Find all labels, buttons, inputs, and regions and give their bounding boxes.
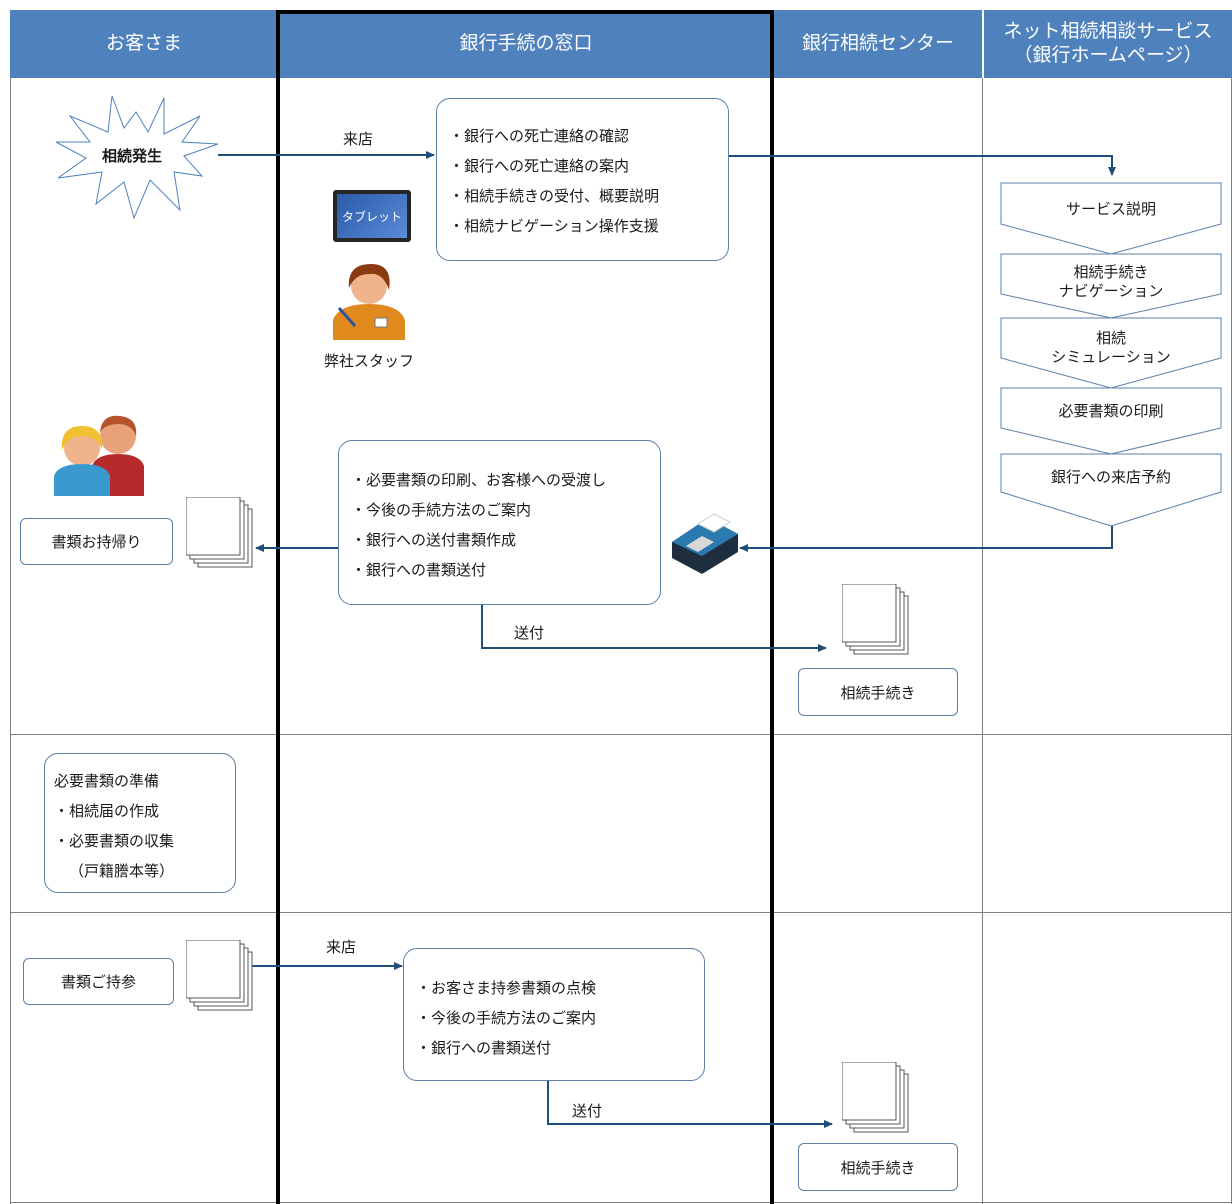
print-handover-line-2: ・今後の手続方法のご案内 [351, 501, 532, 519]
printer-icon [672, 513, 738, 574]
document-stack-icon [842, 1062, 909, 1133]
document-check-line-3: ・銀行への書類送付 [416, 1039, 552, 1057]
print-handover-box: ・必要書類の印刷、お客様への受渡し ・今後の手続方法のご案内 ・銀行への送付書類… [338, 440, 661, 605]
document-check-line-1: ・お客さま持参書類の点検 [416, 979, 597, 997]
arrow-to-net-service [729, 155, 1116, 176]
starburst-label: 相続発生 [102, 147, 163, 165]
staff-label: 弊社スタッフ [324, 352, 415, 370]
service-step-1: サービス説明 [1002, 190, 1220, 230]
service-step-chevrons [1000, 182, 1222, 527]
grid-bottom-border [10, 1202, 1232, 1203]
grid-row-divider-2 [10, 912, 1232, 913]
header-customer: お客さま [10, 10, 278, 78]
header-branch: 銀行手続の窓口 [280, 10, 772, 78]
document-check-line-2: ・今後の手続方法のご案内 [416, 1009, 597, 1027]
document-prep-line-1: ・相続届の作成 [54, 802, 160, 820]
header-center: 銀行相続センター [774, 10, 982, 78]
document-prep-line-3: （戸籍謄本等） [69, 862, 175, 880]
arrow-net-to-printer [739, 525, 1113, 552]
arrow-send-row1 [481, 605, 827, 652]
grid-row-divider-1 [10, 734, 1232, 735]
document-check-box: ・お客さま持参書類の点検 ・今後の手続方法のご案内 ・銀行への書類送付 [403, 948, 705, 1081]
arrow-send-row3-path [547, 1081, 833, 1128]
print-handover-line-1: ・必要書類の印刷、お客様への受渡し [351, 471, 607, 489]
grid-center-border [982, 78, 983, 1204]
customers-icon [54, 415, 144, 496]
document-stack-icon [842, 584, 909, 655]
document-prep-title: 必要書類の準備 [54, 772, 160, 790]
branch-reception-line-3: ・相続手続きの受付、概要説明 [449, 187, 660, 205]
document-stack-icon [186, 497, 253, 568]
bring-documents-box: 書類ご持参 [23, 958, 174, 1005]
service-step-3-line2: シミュレーション [1051, 348, 1171, 366]
document-prep-line-2: ・必要書類の収集 [54, 832, 175, 850]
service-step-5-line1: 銀行への来店予約 [1050, 468, 1171, 487]
service-step-3: 相続 シミュレーション [1002, 324, 1220, 372]
staff-icon [333, 264, 405, 340]
branch-reception-box: ・銀行への死亡連絡の確認 ・銀行への死亡連絡の案内 ・相続手続きの受付、概要説明… [436, 98, 729, 261]
service-step-2-line2: ナビゲーション [1058, 282, 1164, 300]
document-prep-box: 必要書類の準備 ・相続届の作成 ・必要書類の収集 （戸籍謄本等） [44, 753, 236, 893]
center-procedure-box-row3: 相続手続き [798, 1143, 958, 1191]
visit-label-row3: 来店 [326, 938, 357, 956]
branch-reception-line-2: ・銀行への死亡連絡の案内 [449, 157, 630, 175]
service-step-1-line1: サービス説明 [1065, 200, 1156, 219]
service-step-3-line1: 相続 [1095, 328, 1126, 347]
header-net-service: ネット相続相談サービス （銀行ホームページ） [984, 10, 1232, 78]
send-label-row1: 送付 [514, 624, 545, 642]
header-net-line1: ネット相続相談サービス [1003, 20, 1213, 43]
branch-reception-line-1: ・銀行への死亡連絡の確認 [449, 127, 630, 145]
center-procedure-box-row1: 相続手続き [798, 668, 958, 716]
document-stack-icon [186, 940, 253, 1011]
print-handover-line-4: ・銀行への書類送付 [351, 561, 487, 579]
takehome-box: 書類お持帰り [20, 518, 173, 565]
service-step-2: 相続手続き ナビゲーション [1002, 258, 1220, 306]
send-label-row3: 送付 [572, 1102, 603, 1120]
service-step-5: 銀行への来店予約 [1002, 458, 1220, 498]
branch-reception-line-4: ・相続ナビゲーション操作支援 [449, 217, 659, 235]
print-handover-line-3: ・銀行への送付書類作成 [351, 531, 517, 549]
grid-left-border [10, 78, 11, 1204]
visit-label-row1: 来店 [343, 130, 374, 148]
branch-lane-left-border [276, 10, 280, 1204]
service-step-4-line1: 必要書類の印刷 [1058, 402, 1164, 421]
header-net-line2: （銀行ホームページ） [1013, 44, 1203, 66]
branch-lane-top-border [276, 10, 774, 14]
branch-lane-right-border [770, 10, 774, 1204]
tablet-icon: タブレット [333, 190, 411, 242]
service-step-2-line1: 相続手続き [1073, 262, 1149, 281]
tablet-screen-label: タブレット [337, 194, 407, 238]
service-step-4: 必要書類の印刷 [1002, 392, 1220, 432]
starburst-shape [55, 95, 219, 220]
